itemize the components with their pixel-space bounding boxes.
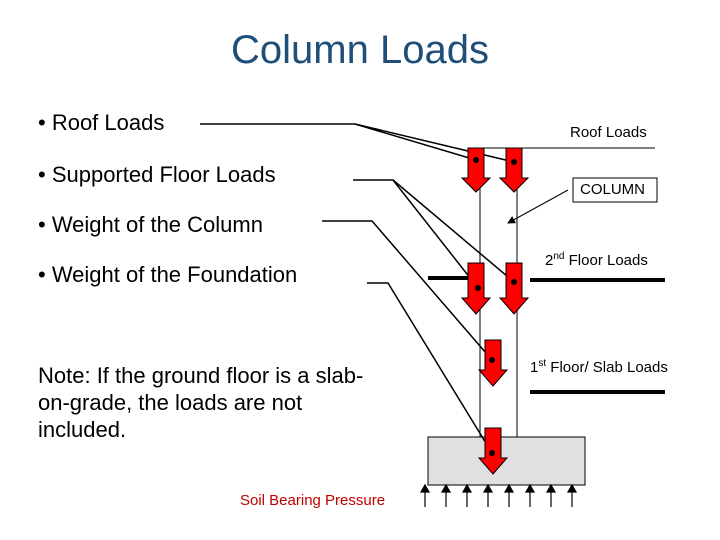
slab-on-grade-note: Note: If the ground floor is a slab-on-g… <box>38 363 364 442</box>
leader-roof-loads-b <box>354 123 515 163</box>
first-floor-slab-loads-label: 1st Floor/ Slab Loads <box>530 358 668 376</box>
footing <box>427 436 586 486</box>
floor-arrow-dot-right <box>511 279 517 285</box>
roof-arrow-dot-right <box>511 159 517 165</box>
bullet-roof-loads: • Roof Loads <box>38 110 165 135</box>
bullet-weight-of-column: • Weight of the Column <box>38 212 263 237</box>
second-floor-load-arrow-right <box>498 262 530 315</box>
roof-loads-label: Roof Loads <box>570 124 647 141</box>
floor-arrow-dot-left <box>475 285 481 291</box>
bullet-weight-of-foundation: • Weight of the Foundation <box>38 262 298 287</box>
column-weight-arrow <box>477 339 509 387</box>
leader-roof-loads-a <box>200 123 477 161</box>
column-label: COLUMN <box>580 181 646 198</box>
roof-arrow-dot-left <box>473 157 479 163</box>
soil-bearing-pressure-label: Soil Bearing Pressure <box>240 492 386 509</box>
leader-foundation-weight <box>367 282 493 454</box>
column-label-pointer <box>507 189 569 224</box>
leader-column-weight <box>322 220 493 361</box>
leader-floor-loads-b <box>392 179 515 283</box>
slide-title: Column Loads <box>231 28 489 72</box>
column-label-box <box>572 177 658 203</box>
roof-load-arrow-right <box>498 147 530 193</box>
second-floor-loads-label: 2nd Floor Loads <box>545 251 648 269</box>
column-arrow-dot <box>489 357 495 363</box>
foundation-arrow-dot <box>489 450 495 456</box>
soil-bearing-arrows <box>419 483 578 507</box>
roof-load-arrow-left <box>460 147 492 193</box>
bullet-supported-floor-loads: • Supported Floor Loads <box>38 162 276 187</box>
